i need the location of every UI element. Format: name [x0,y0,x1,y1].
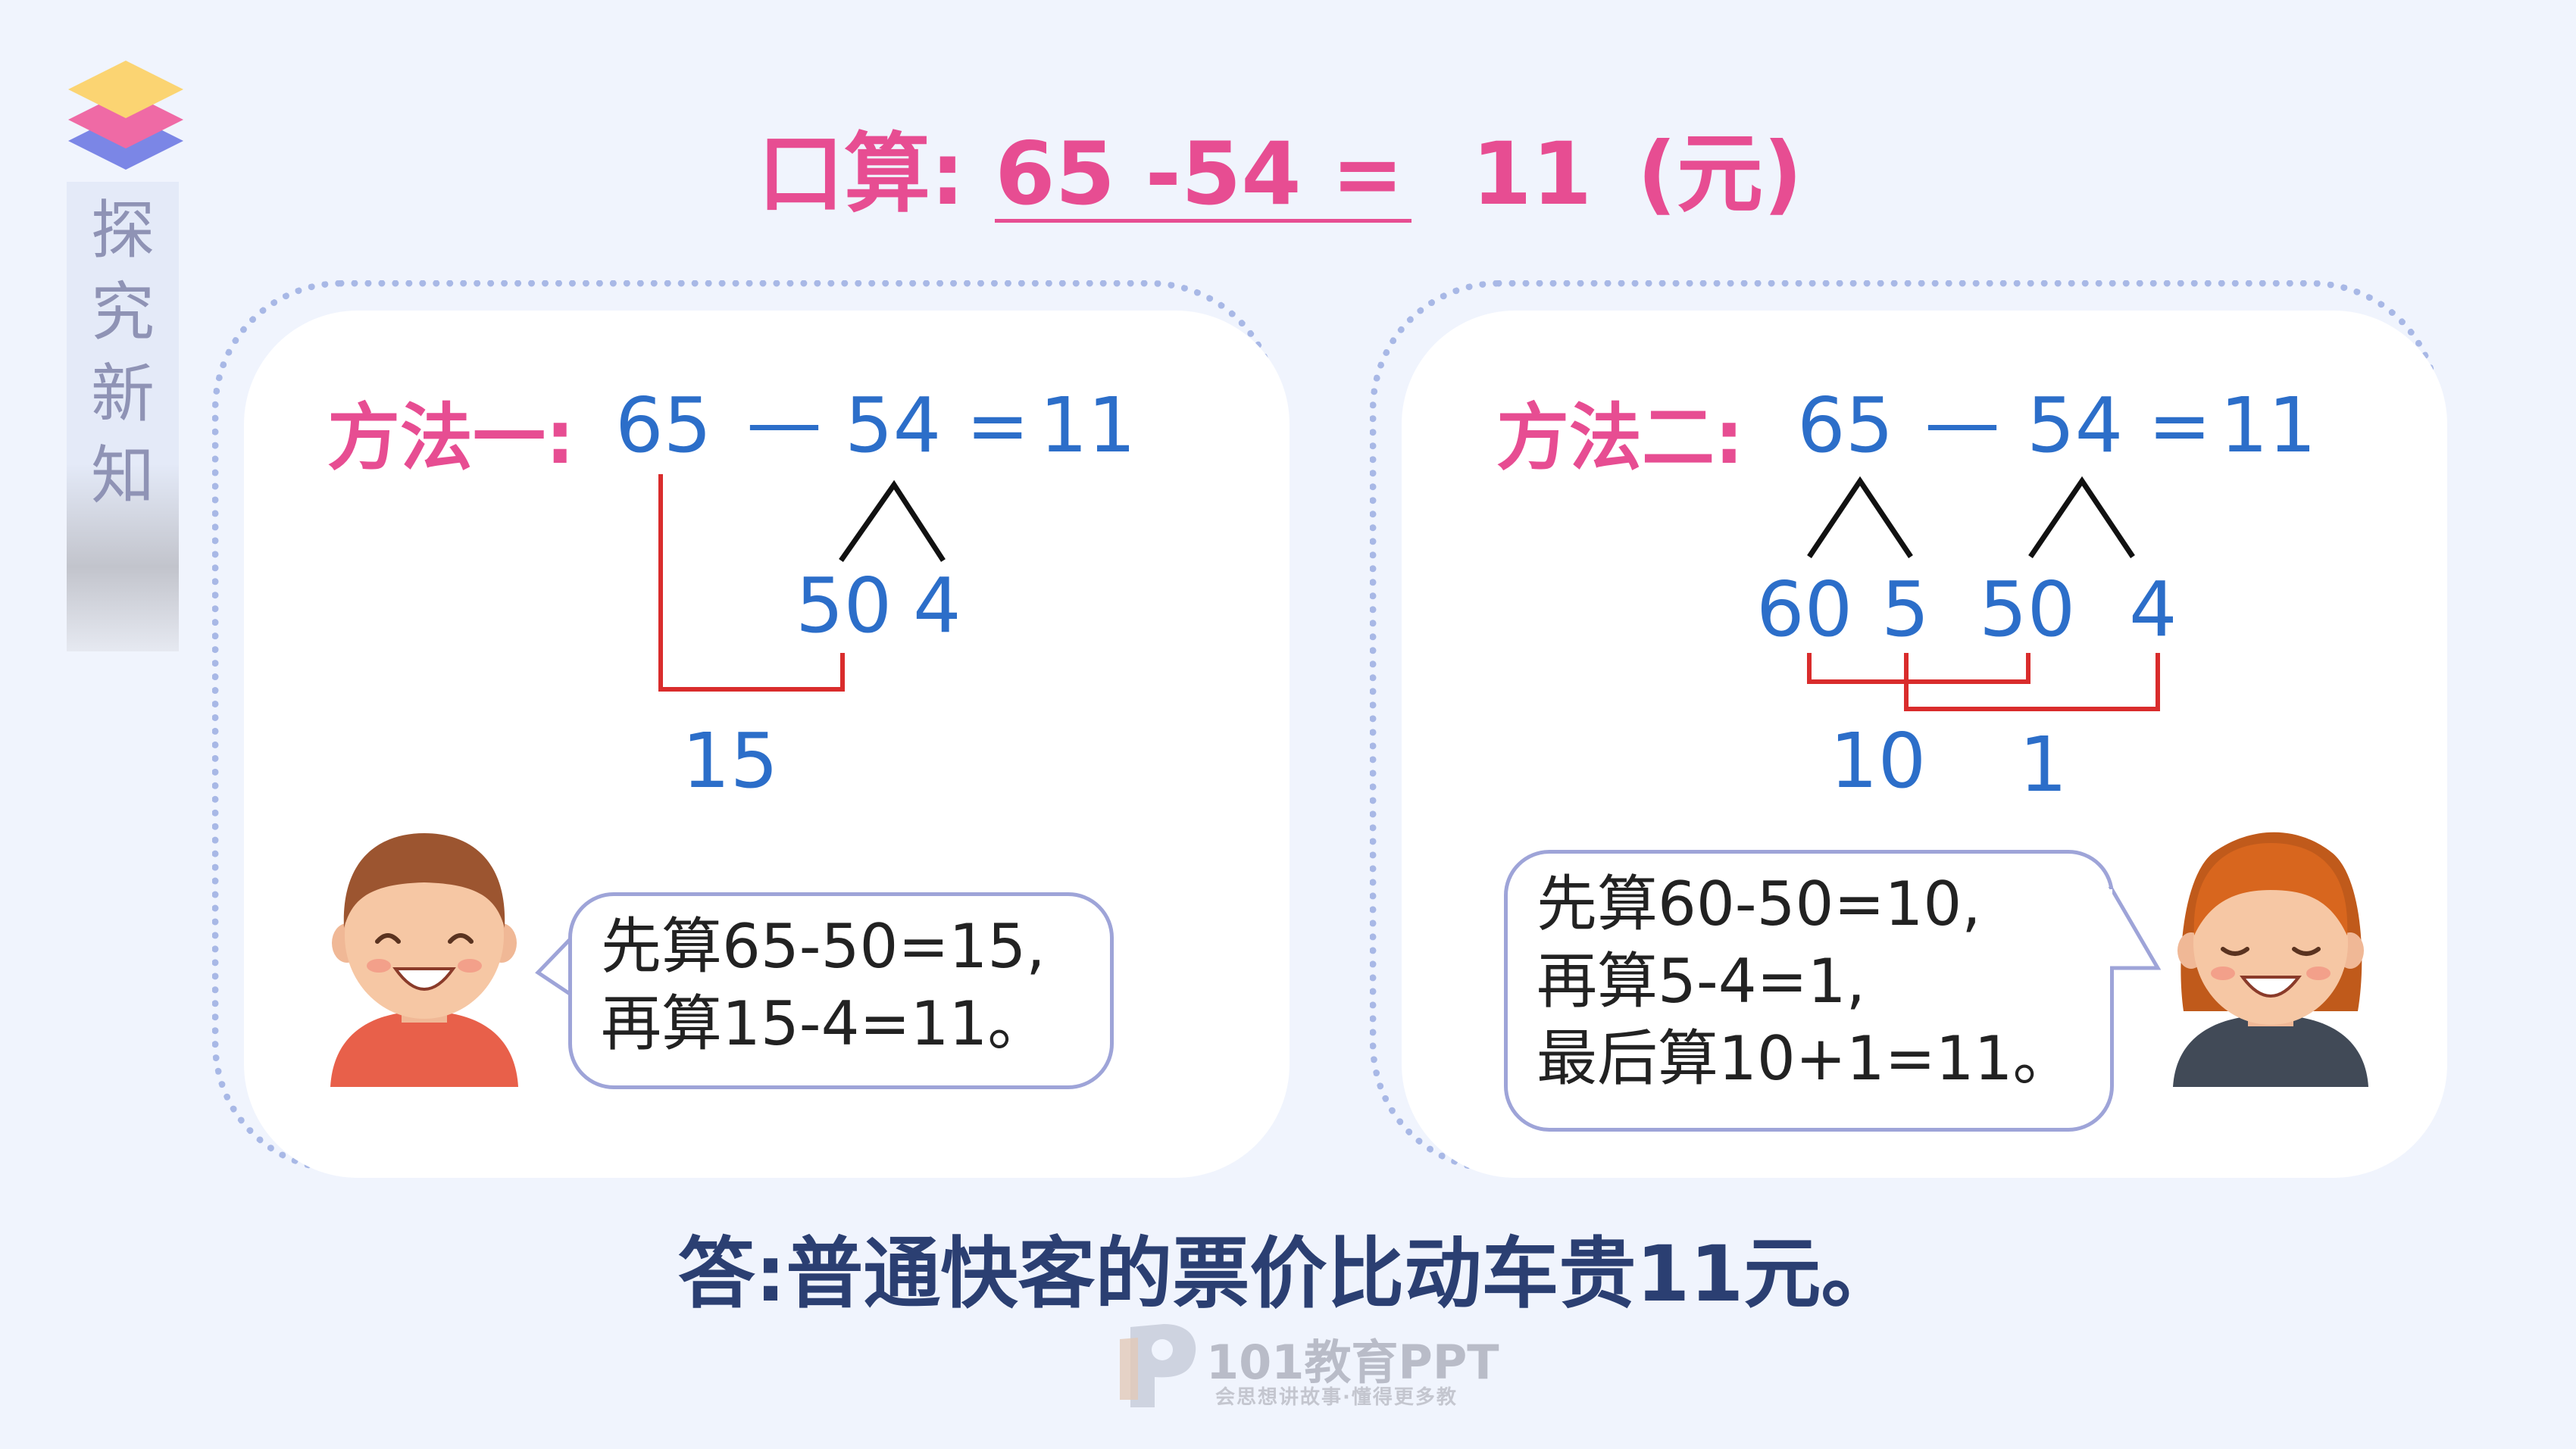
method1-eq: = [966,381,1030,470]
method1-op: — [746,378,822,467]
method1-split-ones: 4 [913,561,961,650]
answer-sentence: 答:普通快客的票价比动车贵11元。 [677,1229,1899,1319]
method2-result: 11 [2220,381,2317,470]
method2-op: — [1924,378,2000,467]
layers-icon [68,61,183,170]
girl-avatar [2173,832,2368,1087]
method2-speech-bubble: 先算60-50=10, 再算5-4=1, 最后算10+1=11。 [1504,850,2114,1132]
method2-split-b-tens: 50 [1979,565,2076,654]
method2-bubble-line: 再算5-4=1, [1537,946,1866,1016]
method2-eq: = [2148,381,2212,470]
method1-a: 65 [615,381,712,470]
headline-expression: 65 -54 = [995,130,1411,223]
headline-unit: (元) [1637,123,1803,224]
headline-equation: 口算: 65 -54 = 11 (元) [758,121,1802,227]
method1-label: 方法一: [327,395,575,480]
side-title-char: 新 [90,357,155,431]
method2-split-a-ones: 5 [1881,565,1930,654]
brand-logo-icon [1120,1324,1196,1407]
method2-b: 54 [2027,381,2124,470]
method2-split-b-ones: 4 [2129,565,2177,654]
watermark-brand: 101教育PPT [1206,1335,1499,1390]
headline-result: 11 [1471,123,1593,224]
method2-a: 65 [1797,381,1894,470]
method1-partial: 15 [682,717,779,805]
method2-split-a-tens: 60 [1756,565,1853,654]
method1-split-tens: 50 [796,561,893,650]
method1-result: 11 [1039,381,1136,470]
method2-bubble-line: 先算60-50=10, [1537,869,1981,939]
method2-bubble-line: 最后算10+1=11。 [1537,1023,2074,1094]
method1-speech-bubble: 先算65-50=15, 再算15-4=11。 [568,892,1114,1089]
side-title-char: 知 [90,439,155,513]
method1-bubble-line: 先算65-50=15, [601,911,1046,982]
method1-b: 54 [845,381,942,470]
method1-bubble-line: 再算15-4=11。 [601,988,1049,1059]
side-title-char: 探 [90,193,155,267]
side-ribbon [67,182,179,651]
method2-bubble-tail [2108,885,2161,970]
method2-partial-ones: 1 [2019,720,2068,809]
boy-avatar [330,833,518,1087]
watermark-tagline: 会思想讲故事·懂得更多教 [1215,1386,1458,1409]
headline-label: 口算: [758,123,965,224]
method2-label: 方法二: [1496,395,1744,480]
side-section-title: 探 究 新 知 [67,189,179,517]
side-title-char: 究 [90,275,155,349]
method2-partial-tens: 10 [1830,717,1927,805]
